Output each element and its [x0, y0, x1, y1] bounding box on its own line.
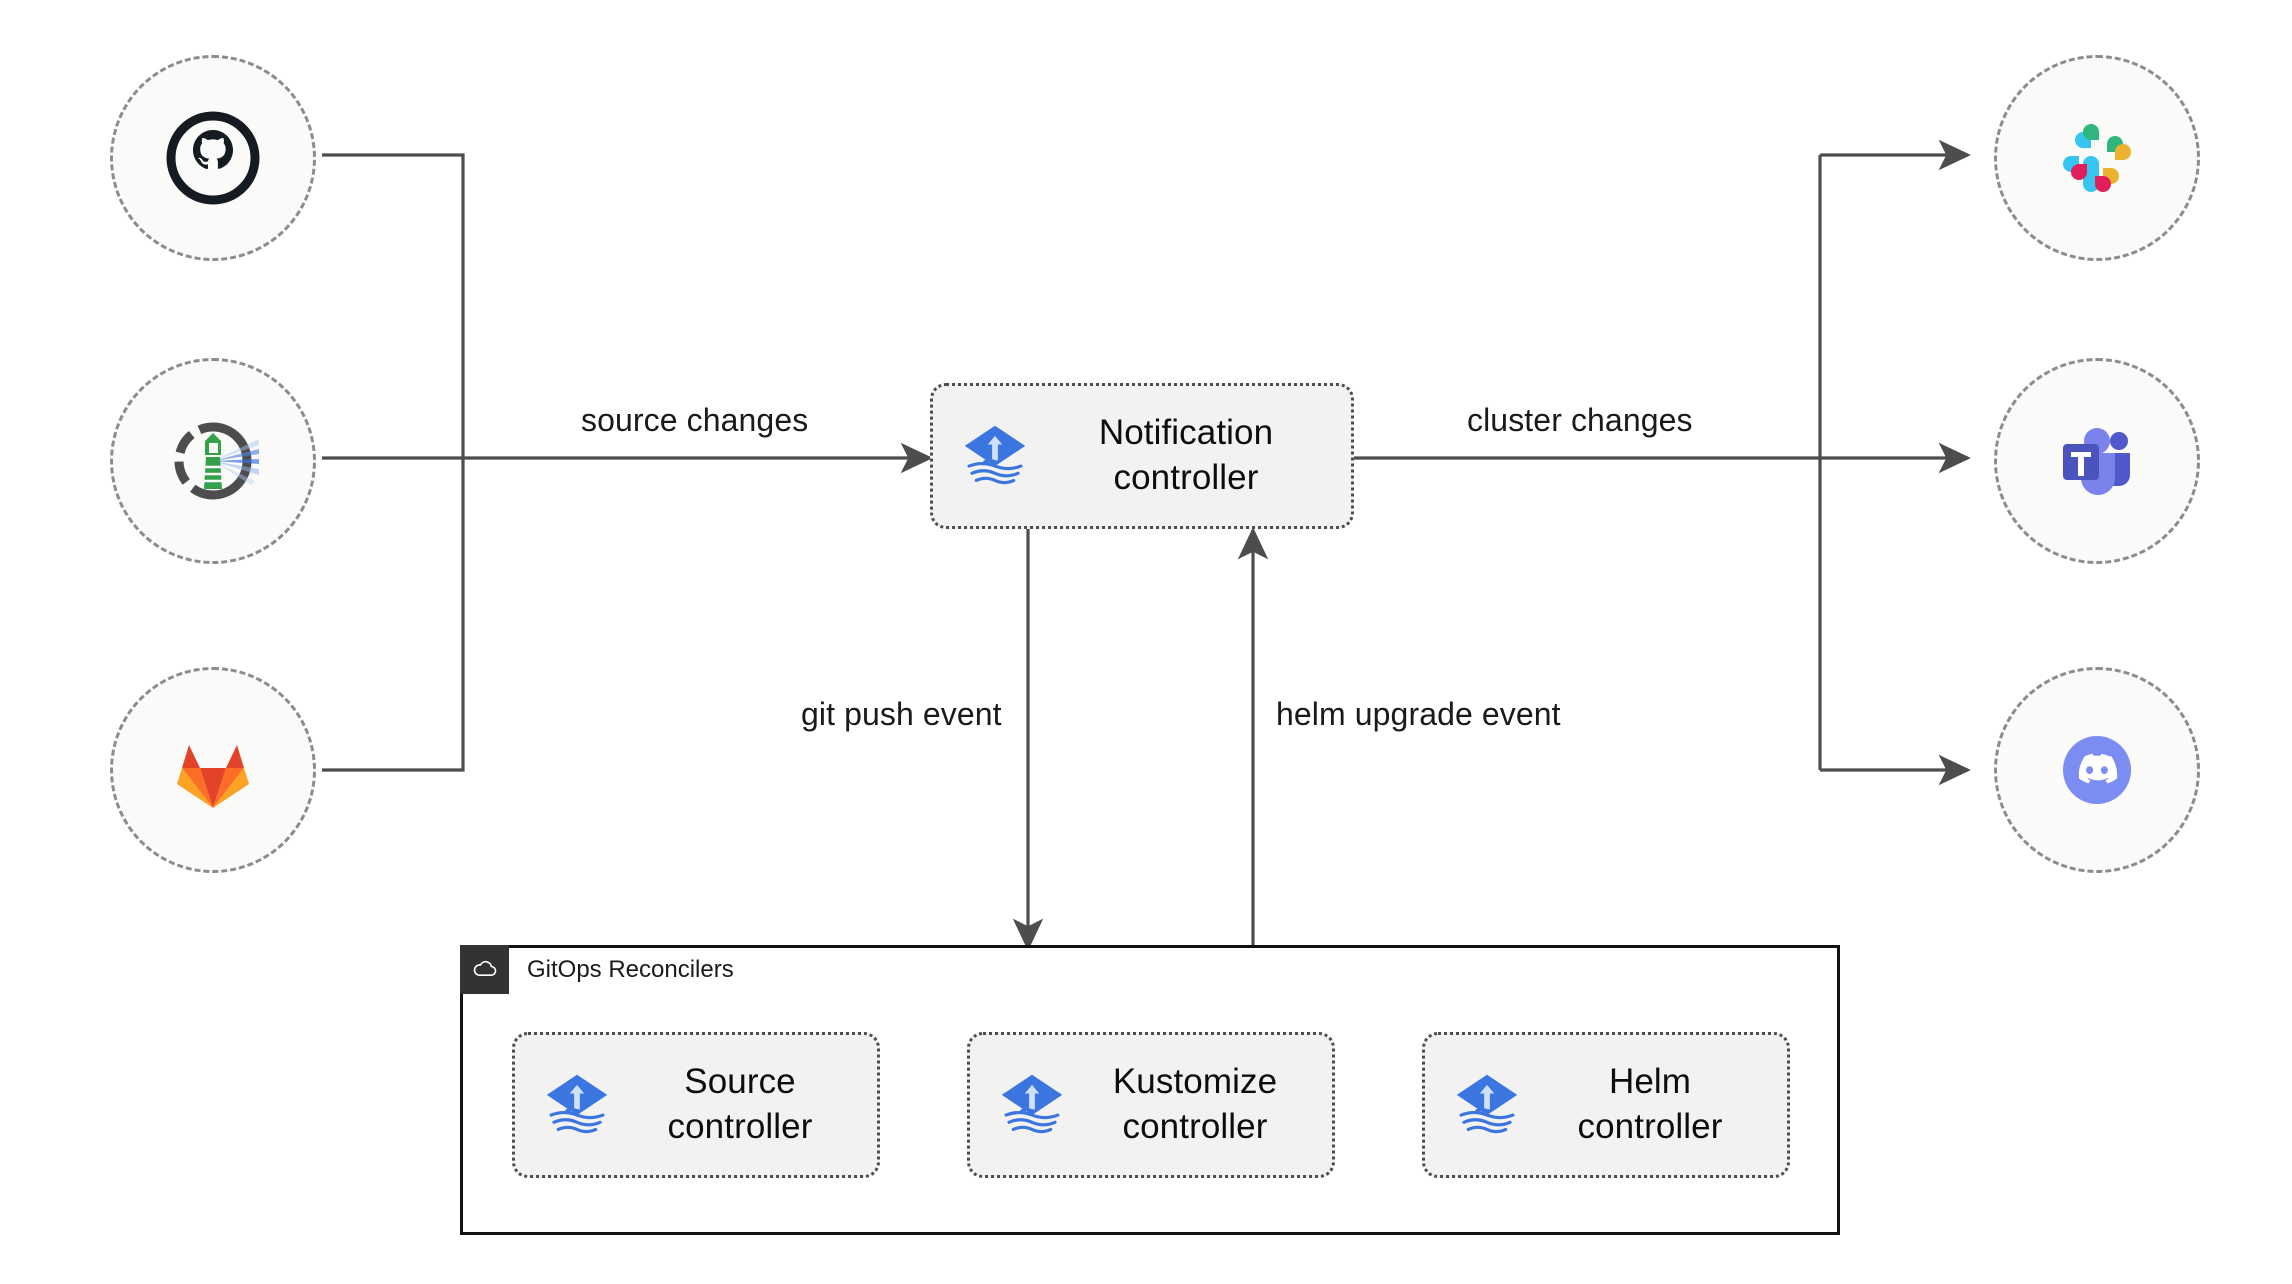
gitlab-icon [163, 720, 263, 820]
kustomize-controller-node[interactable]: Kustomize controller [967, 1032, 1335, 1178]
kustomize-controller-label: Kustomize controller [1112, 1062, 1278, 1146]
gitops-reconcilers-header: GitOps Reconcilers [460, 945, 1060, 994]
source-node-github[interactable] [110, 55, 316, 261]
edge-gitlab-trunk [322, 458, 465, 772]
flux-icon [1451, 1069, 1523, 1141]
discord-icon [2047, 720, 2147, 820]
flux-icon [541, 1069, 613, 1141]
notification-controller-label: Notification controller [1098, 413, 1274, 497]
github-icon [163, 108, 263, 208]
slack-icon [2047, 108, 2147, 208]
source-node-gitlab[interactable] [110, 667, 316, 873]
edge-label-git-push-event: git push event [793, 694, 1010, 735]
flux-icon [996, 1069, 1068, 1141]
gitops-reconcilers-title: GitOps Reconcilers [527, 955, 734, 983]
edge-label-source-changes: source changes [573, 400, 817, 441]
helm-controller-label: Helm controller [1577, 1062, 1723, 1146]
edge-label-helm-upgrade-event: helm upgrade event [1268, 694, 1569, 735]
edge-github-trunk [322, 153, 465, 458]
source-node-flux[interactable] [110, 358, 316, 564]
target-node-teams[interactable] [1994, 358, 2200, 564]
helm-controller-node[interactable]: Helm controller [1422, 1032, 1790, 1178]
cloud-icon [460, 945, 509, 994]
notification-controller-node[interactable]: Notification controller [930, 383, 1354, 529]
flux-lighthouse-icon [163, 411, 263, 511]
target-node-slack[interactable] [1994, 55, 2200, 261]
microsoft-teams-icon [2047, 411, 2147, 511]
flux-icon [959, 420, 1031, 492]
target-node-discord[interactable] [1994, 667, 2200, 873]
edge-label-cluster-changes: cluster changes [1459, 400, 1701, 441]
source-controller-node[interactable]: Source controller [512, 1032, 880, 1178]
source-controller-label: Source controller [667, 1062, 813, 1146]
